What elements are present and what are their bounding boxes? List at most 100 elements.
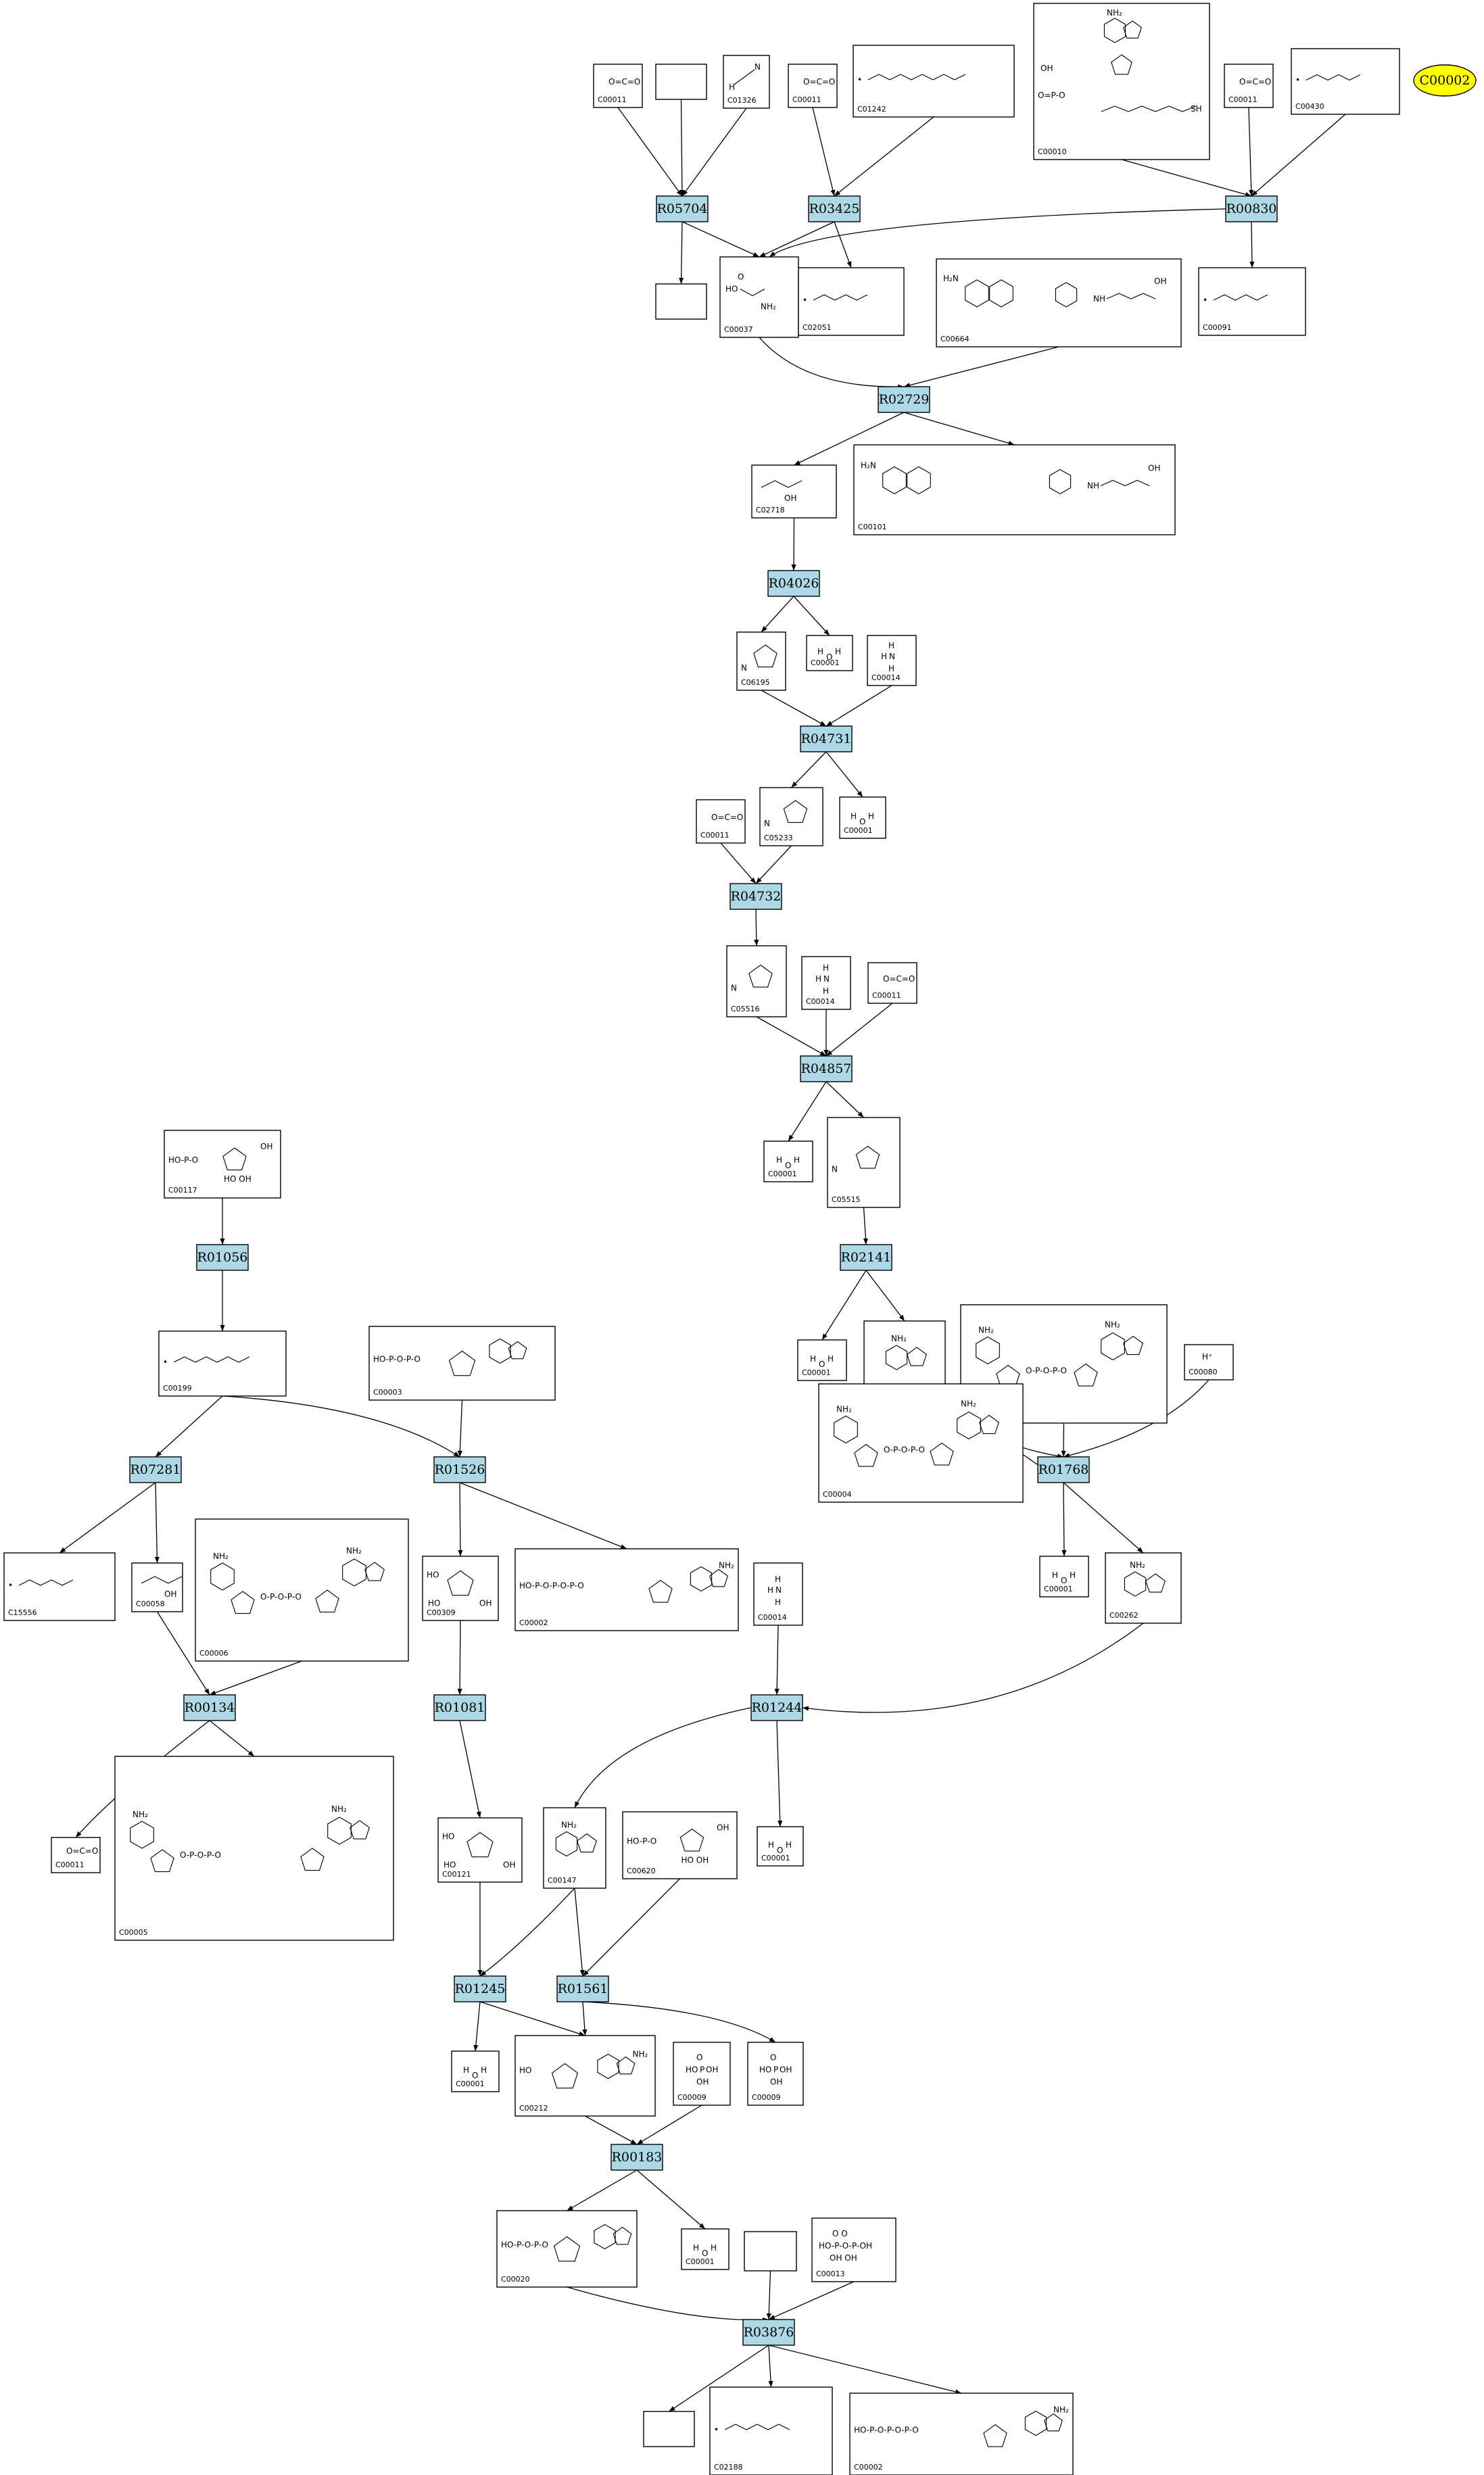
compound-id: C00005: [119, 1928, 148, 1937]
molecule-structure-icon: NH₂: [1124, 1560, 1166, 1597]
reaction-box[interactable]: [800, 1055, 853, 1082]
compound-id: C00121: [442, 1870, 471, 1879]
highlight-ellipse[interactable]: [1413, 64, 1477, 97]
compound-C00091: •C00091: [1198, 267, 1306, 336]
reaction-R04731[interactable]: R04731: [800, 725, 853, 752]
compound-id: C00212: [519, 2104, 548, 2113]
reaction-box[interactable]: [433, 1694, 486, 1721]
reaction-R01245[interactable]: R01245: [454, 1975, 506, 2002]
svg-text:H: H: [851, 812, 857, 821]
svg-text:O: O: [826, 652, 832, 662]
reaction-R02729[interactable]: R02729: [878, 386, 930, 413]
reaction-R03876[interactable]: R03876: [742, 2319, 795, 2346]
reaction-box[interactable]: [742, 2319, 795, 2346]
reaction-box[interactable]: [454, 1975, 506, 2002]
highlight-label: C00002: [1420, 73, 1470, 88]
reaction-R01056[interactable]: R01056: [196, 1244, 249, 1271]
pathway-arrow: [794, 412, 905, 466]
pathway-arrow: [155, 1395, 223, 1458]
svg-text:NH₂: NH₂: [961, 1399, 976, 1409]
reaction-R00183[interactable]: R00183: [611, 2144, 663, 2171]
compound-box: [849, 2393, 1074, 2475]
svg-text:H: H: [828, 1354, 834, 1364]
reaction-box[interactable]: [183, 1694, 236, 1721]
reaction-label: R00183: [612, 2150, 663, 2165]
compound-id: C00037: [724, 325, 753, 334]
svg-text:NH₂: NH₂: [346, 1546, 362, 1556]
reaction-R01526[interactable]: R01526: [433, 1456, 486, 1483]
compound-empty: [655, 64, 707, 100]
compound-empty: [655, 283, 707, 320]
reaction-R05704[interactable]: R05704: [656, 195, 709, 222]
svg-text:OH: OH: [696, 2077, 709, 2087]
pathway-arrow: [681, 107, 747, 197]
reaction-R04026[interactable]: R04026: [767, 570, 820, 597]
molecule-structure-icon: O=C=O: [883, 974, 915, 984]
compound-id: C01326: [727, 96, 757, 105]
pathway-arrow: [1061, 1422, 1066, 1458]
reaction-box[interactable]: [656, 195, 709, 222]
reaction-R02141[interactable]: R02141: [840, 1244, 892, 1271]
reaction-box[interactable]: [129, 1456, 182, 1483]
compound-id: C00004: [823, 1490, 852, 1499]
reaction-box[interactable]: [1037, 1456, 1090, 1483]
reaction-box[interactable]: [611, 2144, 663, 2171]
compound-id: C05516: [731, 1005, 760, 1013]
reaction-box[interactable]: [800, 725, 853, 752]
svg-text:HO: HO: [444, 1860, 456, 1870]
reaction-R03425[interactable]: R03425: [808, 195, 861, 222]
reaction-R01081[interactable]: R01081: [433, 1694, 486, 1721]
reaction-box[interactable]: [767, 570, 820, 597]
reaction-label: R03876: [744, 2325, 794, 2340]
reaction-R01561[interactable]: R01561: [556, 1975, 609, 2002]
reaction-box[interactable]: [729, 883, 782, 910]
reaction-R04857[interactable]: R04857: [800, 1055, 853, 1082]
pathway-arrow: [802, 1623, 1144, 1713]
pathway-arrow: [769, 208, 1226, 258]
compound-box: [451, 2050, 500, 2092]
pathway-arrow: [821, 1270, 867, 1341]
svg-text:O: O: [859, 817, 865, 827]
reaction-box[interactable]: [1225, 195, 1278, 222]
svg-text:HO OH: HO OH: [681, 1856, 709, 1865]
reaction-box[interactable]: [433, 1456, 486, 1483]
svg-text:H: H: [776, 1155, 782, 1165]
svg-text:HO: HO: [428, 1599, 440, 1608]
reaction-box[interactable]: [556, 1975, 609, 2002]
reaction-R01244[interactable]: R01244: [750, 1694, 803, 1721]
compound-box: [514, 1548, 739, 1631]
molecule-structure-icon: •: [8, 1579, 74, 1590]
compound-box: [811, 2217, 896, 2282]
reaction-box[interactable]: [878, 386, 930, 413]
svg-text:NH₂: NH₂: [1130, 1560, 1145, 1570]
reaction-R04732[interactable]: R04732: [729, 883, 782, 910]
svg-text:OH: OH: [260, 1142, 272, 1151]
reaction-R00134[interactable]: R00134: [183, 1694, 236, 1721]
svg-text:HO: HO: [442, 1832, 454, 1842]
compound-id: C00011: [1228, 95, 1258, 104]
highlight-compound[interactable]: C00002: [1413, 64, 1477, 97]
molecule-structure-icon: N: [731, 964, 773, 993]
svg-text:O=C=O: O=C=O: [1239, 77, 1271, 87]
reaction-box[interactable]: [840, 1244, 892, 1271]
svg-text:OH: OH: [784, 494, 796, 503]
reaction-R01768[interactable]: R01768: [1037, 1456, 1090, 1483]
reaction-R07281[interactable]: R07281: [129, 1456, 182, 1483]
reaction-box[interactable]: [196, 1244, 249, 1271]
reaction-R00830[interactable]: R00830: [1225, 195, 1278, 222]
pathway-arrow: [459, 1482, 627, 1549]
svg-text:NH: NH: [1093, 294, 1105, 304]
pathway-arrow: [574, 1888, 585, 1977]
compound-id: C00199: [163, 1384, 192, 1393]
reaction-box[interactable]: [750, 1694, 803, 1721]
reaction-box[interactable]: [808, 195, 861, 222]
